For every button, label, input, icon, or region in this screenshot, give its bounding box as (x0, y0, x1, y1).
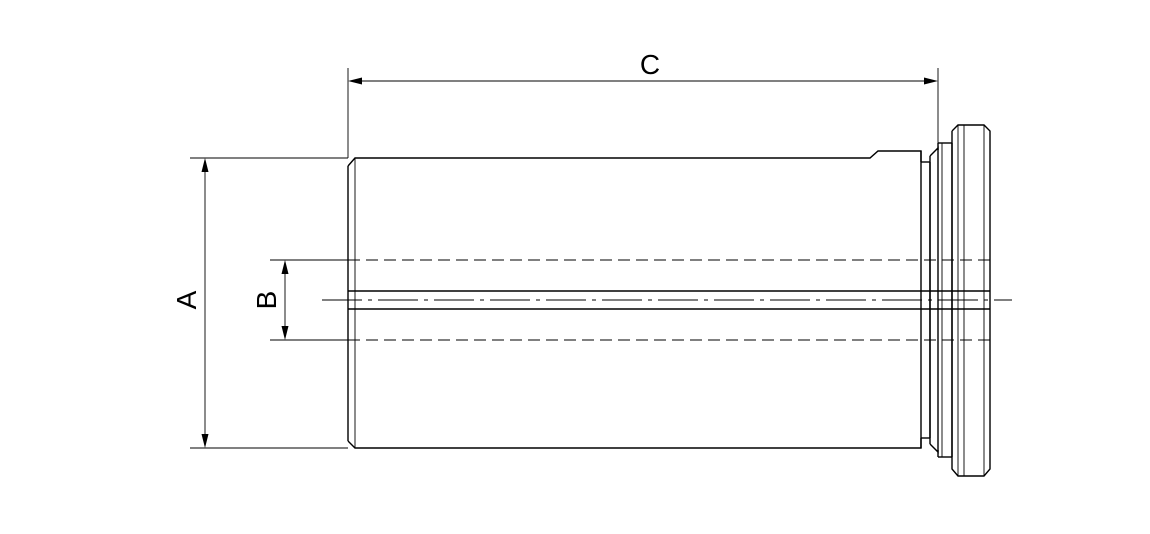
dimension-c: C (347, 49, 939, 158)
dimension-a-label: A (171, 290, 202, 309)
dimension-b: B (251, 259, 348, 341)
flange (951, 124, 991, 477)
sleeve-body (347, 150, 922, 449)
dimension-a: A (171, 157, 348, 449)
dimension-c-label: C (640, 49, 660, 80)
center-hole (322, 290, 1012, 310)
dimension-b-label: B (251, 291, 282, 310)
